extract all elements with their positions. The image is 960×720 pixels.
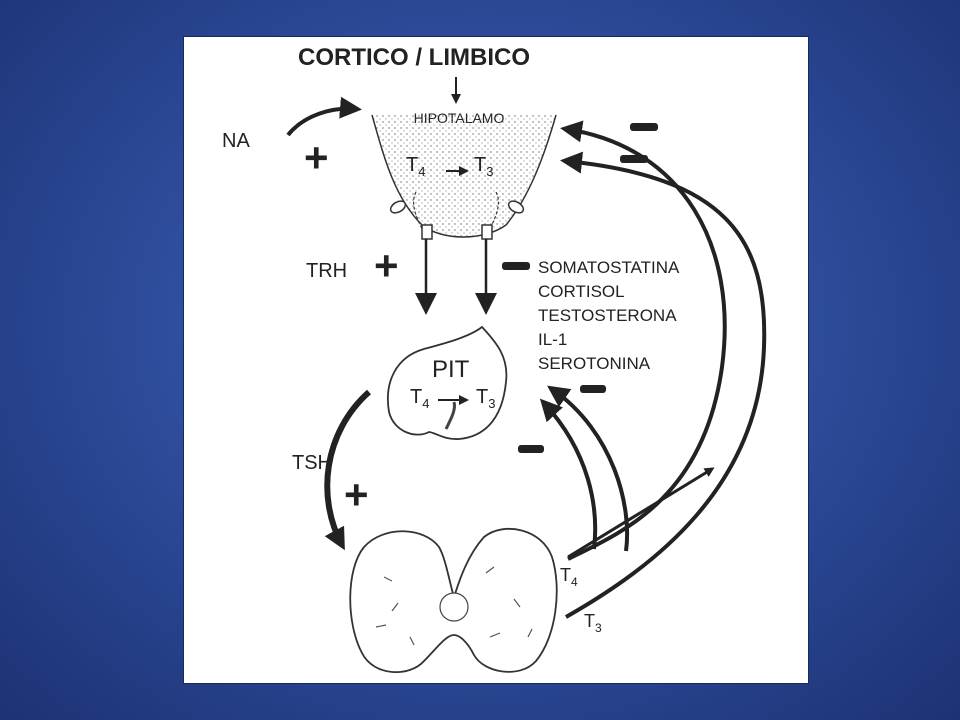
tsh-arrow [324,389,371,551]
thyroid-axis-diagram: CORTICO / LIMBICO HIPOTALAMO T4 T3 NA + … [222,44,767,673]
neuron-left [389,200,407,214]
tsh-plus-icon: + [344,471,369,518]
pituitary-shape [387,325,508,440]
na-label: NA [222,130,250,152]
feedback-minus-icon-2 [620,155,648,163]
feedback-minus-icon-4 [518,445,544,453]
inhibitor-minus-icon [502,262,530,270]
hypothalamus-t4: T4 [406,154,425,179]
na-arrow [286,96,362,137]
hypothalamus-t3: T3 [474,154,493,179]
feedback-minus-icon-1 [630,123,658,131]
trh-plus-icon: + [374,242,399,289]
cortico-limbico-label: CORTICO / LIMBICO [298,44,530,71]
feedback-minus-icon-3 [580,385,606,393]
thyroid-t3: T3 [584,611,602,635]
na-plus-icon: + [304,134,329,181]
feedback-t3-hypothalamus [560,151,767,619]
thyroid-t4: T4 [560,565,578,589]
tsh-label: TSH [292,452,332,474]
hypothalamus-shape [371,114,557,238]
neuron-right [507,200,525,214]
diagram-frame: CORTICO / LIMBICO HIPOTALAMO T4 T3 NA + … [184,37,808,683]
trh-label: TRH [306,260,347,282]
feedback-t4-pit [539,398,598,550]
inhibitor-list: SOMATOSTATINA CORTISOL TESTOSTERONA IL-1… [538,258,683,373]
pit-t3: T3 [476,386,495,411]
feedback-t3-pit [547,385,630,552]
pit-label: PIT [432,356,470,383]
pit-t4: T4 [410,386,429,411]
